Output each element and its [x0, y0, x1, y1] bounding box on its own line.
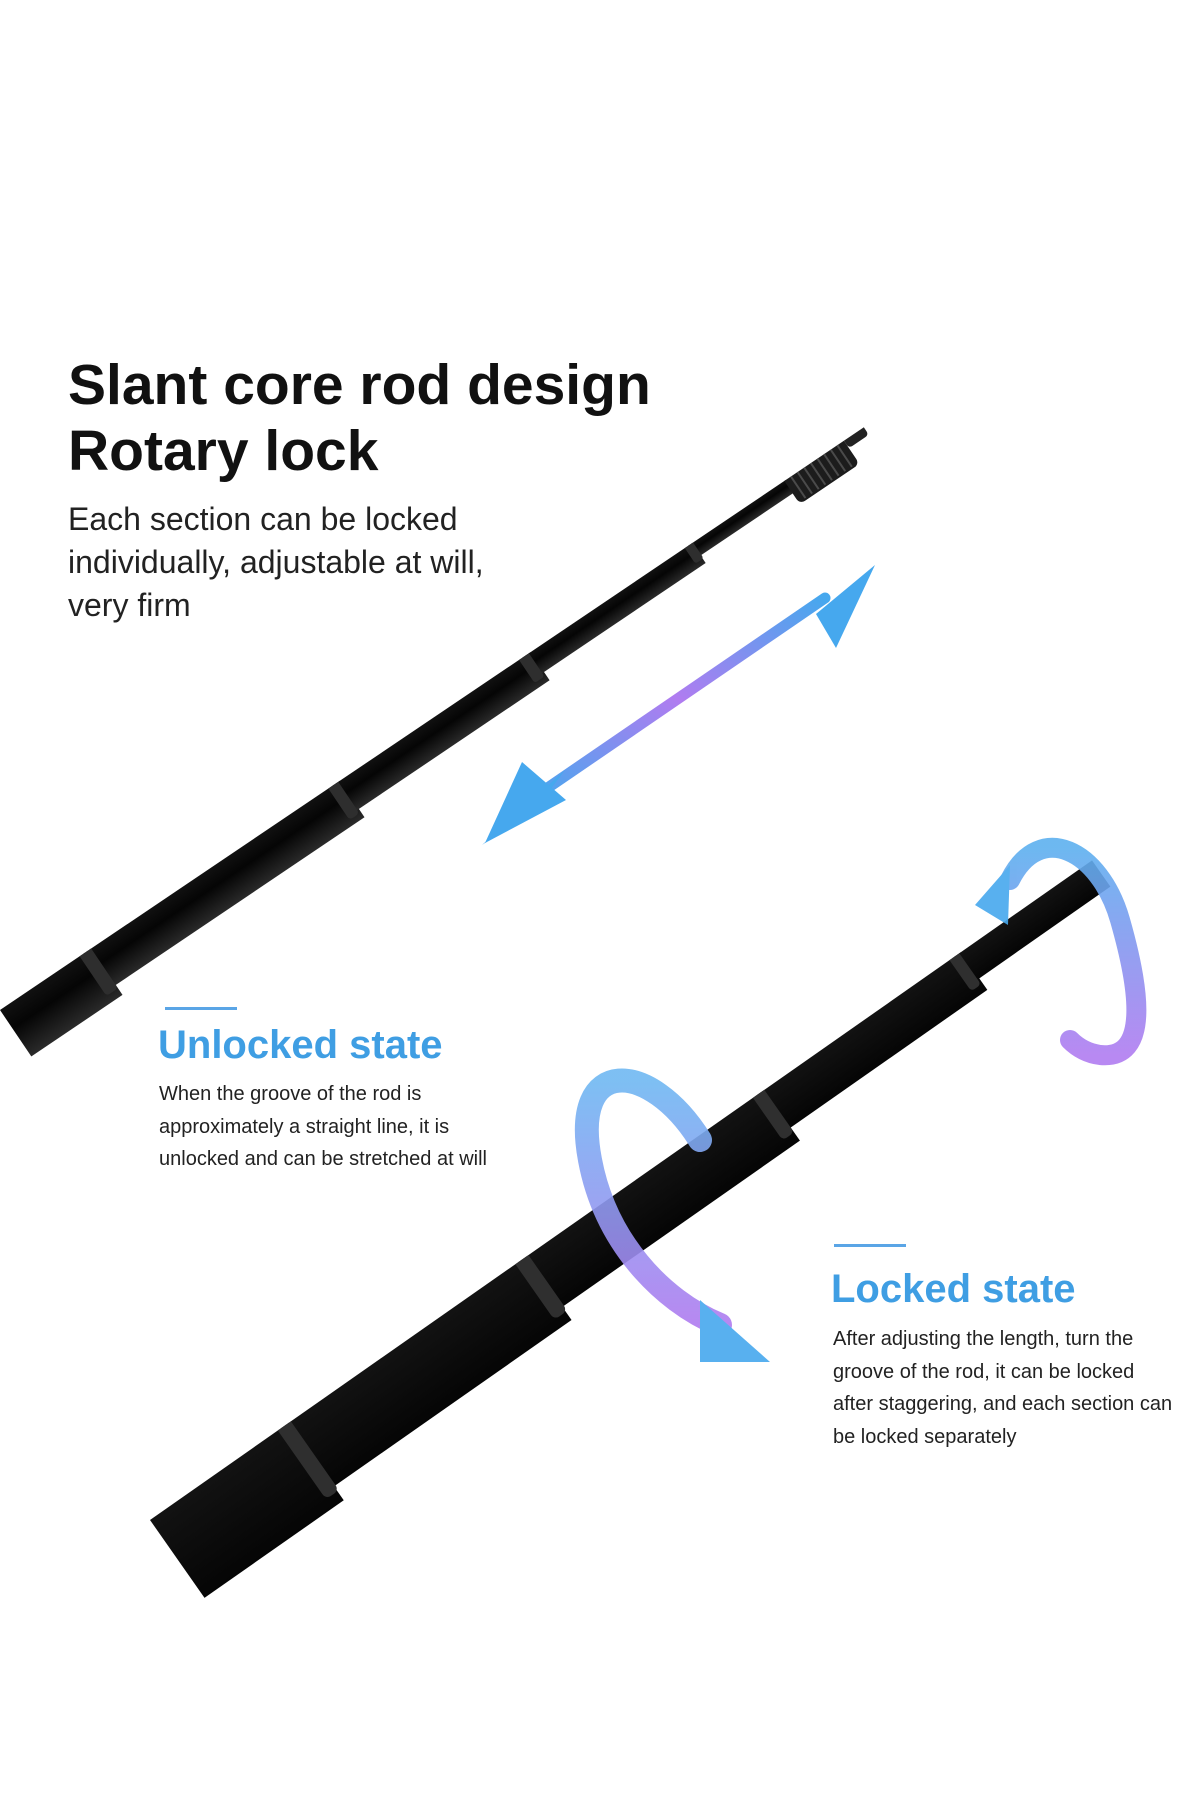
upper-rod-segment-4 — [508, 523, 706, 678]
subtitle: Each section can be locked individually,… — [68, 501, 484, 623]
locked-title: Locked state — [831, 1267, 1076, 1311]
locked-divider — [834, 1244, 906, 1247]
rotate-arrow-large-icon — [574, 1068, 770, 1362]
locked-text: After adjusting the length, turn the gro… — [833, 1328, 1173, 1448]
rotate-arrow-small-icon — [975, 838, 1147, 1066]
headline-line-1: Slant core rod design — [68, 353, 651, 417]
unlocked-text: When the groove of the rod is approximat… — [159, 1083, 487, 1170]
unlocked-divider — [165, 1007, 237, 1010]
upper-rod — [0, 419, 868, 1079]
headline-line-2: Rotary lock — [68, 419, 379, 483]
stretch-arrow-icon — [482, 565, 875, 845]
lower-rod-segment-1 — [150, 1344, 344, 1644]
upper-rod-segment-2 — [58, 744, 365, 991]
headline: Slant core rod design Rotary lock — [68, 352, 651, 484]
lower-rod-groove-2 — [633, 1118, 665, 1150]
upper-rod-segment-5 — [679, 467, 795, 559]
lower-rod-groove-1 — [386, 1290, 426, 1330]
unlocked-title: Unlocked state — [158, 1023, 443, 1067]
